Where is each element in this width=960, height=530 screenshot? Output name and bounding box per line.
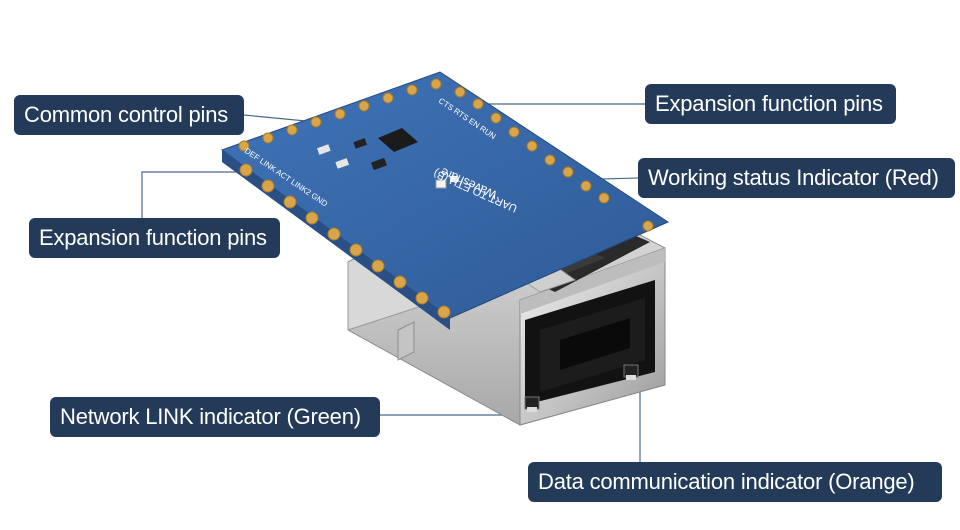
callout-working-status-indicator: Working status Indicator (Red)	[638, 158, 955, 198]
pin-row-right	[454, 86, 654, 232]
pcb-board: DEF LINK ACT LINK2 GND CTS RTS EN RUN Wa…	[220, 71, 670, 330]
pcb-components	[316, 128, 458, 189]
status-led	[435, 179, 447, 189]
pin-row-top	[238, 78, 442, 152]
callout-expansion-pins-top: Expansion function pins	[645, 84, 896, 124]
pin-row-left	[239, 163, 451, 319]
callout-common-control-pins: Common control pins	[14, 95, 244, 135]
callout-expansion-pins-left: Expansion function pins	[29, 218, 280, 258]
callout-data-communication-indicator: Data communication indicator (Orange)	[528, 462, 942, 502]
callout-network-link-indicator: Network LINK indicator (Green)	[50, 397, 380, 437]
